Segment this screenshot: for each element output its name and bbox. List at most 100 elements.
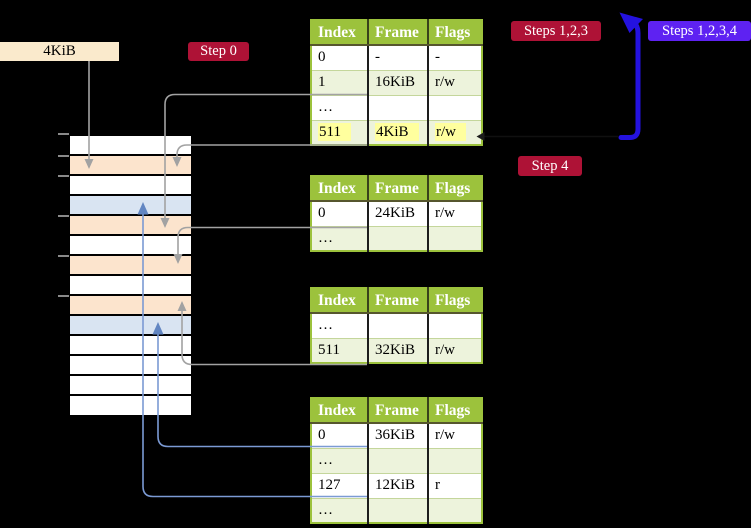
cell-flags: - <box>428 45 482 71</box>
cell-flags: r/w <box>435 341 455 358</box>
page-table-level-top: Index Frame Flags 0 - - 1 16KiB r/w … 51… <box>310 19 483 146</box>
memory-frame-row-peach <box>70 216 191 236</box>
highlight-mark: 511 <box>318 122 351 141</box>
table-row: 127 12KiB r <box>311 473 482 499</box>
cell-frame: 16KiB <box>368 70 429 96</box>
cell-flags: r/w <box>428 423 482 449</box>
memory-tick <box>58 133 69 135</box>
memory-frame-row-peach <box>70 256 191 276</box>
cell-index: 0 <box>311 423 369 449</box>
page-table-level-3: Index Frame Flags … 511 32KiB r/w <box>310 287 483 364</box>
col-header-index: Index <box>311 288 369 314</box>
col-header-index: Index <box>311 20 369 46</box>
cell-index: … <box>311 498 369 523</box>
table-row: … <box>311 313 482 339</box>
memory-tick <box>58 295 69 297</box>
cell-flags <box>428 95 482 121</box>
cell-frame <box>368 498 429 523</box>
cell-frame <box>368 226 429 251</box>
col-header-index: Index <box>311 398 369 424</box>
memory-frame-row-peach <box>70 156 191 176</box>
cell-flags <box>428 448 482 474</box>
badge-steps-1-2-3-4: Steps 1,2,3,4 <box>648 21 751 41</box>
page-table-level-2: Index Frame Flags 0 24KiB r/w … <box>310 175 483 252</box>
cell-frame: 32KiB <box>368 338 429 363</box>
physical-memory-column <box>69 135 192 416</box>
table-row: 0 24KiB r/w <box>311 201 482 227</box>
memory-frame-row-white <box>70 236 191 256</box>
arrowhead-up-left-icon <box>619 12 643 33</box>
memory-tick <box>58 175 69 177</box>
table-header-row: Index Frame Flags <box>311 288 482 314</box>
col-header-flags: Flags <box>428 288 482 314</box>
cell-flags: r/w <box>428 120 482 145</box>
cell-index: 1 <box>311 70 369 96</box>
cell-index: 127 <box>311 473 369 499</box>
memory-frame-row-white <box>70 276 191 296</box>
memory-frame-row-blue <box>70 196 191 216</box>
col-header-flags: Flags <box>428 398 482 424</box>
table-header-row: Index Frame Flags <box>311 398 482 424</box>
table-row: 511 32KiB r/w <box>311 338 482 363</box>
memory-frame-row-peach <box>70 296 191 316</box>
memory-frame-row-white <box>70 176 191 196</box>
table-row: … <box>311 95 482 121</box>
cell-flags: r/w <box>428 201 482 227</box>
memory-tick <box>58 155 69 157</box>
badge-step-4: Step 4 <box>518 156 582 176</box>
memory-frame-row-blue <box>70 316 191 336</box>
col-header-flags: Flags <box>428 176 482 202</box>
col-header-frame: Frame <box>368 288 429 314</box>
memory-tick <box>58 215 69 217</box>
badge-steps-1-2-3: Steps 1,2,3 <box>511 21 601 41</box>
table-row-highlighted: 511 4KiB r/w <box>311 120 482 145</box>
badge-step-0: Step 0 <box>188 42 249 61</box>
table-row: … <box>311 226 482 251</box>
cell-flags <box>428 313 482 339</box>
cell-frame: 4KiB <box>368 120 429 145</box>
col-header-frame: Frame <box>368 20 429 46</box>
cell-frame: 12KiB <box>368 473 429 499</box>
cell-frame <box>368 448 429 474</box>
connector-t1row511-to-frame4k <box>176 144 367 157</box>
table-row: 0 - - <box>311 45 482 71</box>
highlight-mark: 4KiB <box>375 122 419 141</box>
cell-flags: r <box>428 473 482 499</box>
cell-frame <box>368 95 429 121</box>
col-header-frame: Frame <box>368 176 429 202</box>
col-header-index: Index <box>311 176 369 202</box>
col-header-frame: Frame <box>368 398 429 424</box>
cell-index: 511 <box>311 338 369 363</box>
cell-frame: 36KiB <box>368 423 429 449</box>
memory-tick <box>58 255 69 257</box>
cell-frame <box>368 313 429 339</box>
cell-index: 0 <box>311 201 369 227</box>
table-row: 1 16KiB r/w <box>311 70 482 96</box>
cell-index: 0 <box>311 45 369 71</box>
memory-frame-row-white <box>70 376 191 396</box>
cell-flags <box>428 498 482 523</box>
cell-index: … <box>311 95 369 121</box>
memory-frame-row-white <box>70 336 191 356</box>
cell-frame: 24KiB <box>368 201 429 227</box>
cell-index: … <box>311 226 369 251</box>
cell-index: … <box>311 313 369 339</box>
table-row: 0 36KiB r/w <box>311 423 482 449</box>
thick-loop-arrow <box>618 18 641 140</box>
cell-frame: - <box>368 45 429 71</box>
cell-index: … <box>311 448 369 474</box>
col-header-flags: Flags <box>428 20 482 46</box>
cell-flags <box>428 226 482 251</box>
memory-frame-row-white <box>70 356 191 376</box>
memory-frame-row-white <box>70 396 191 415</box>
table-header-row: Index Frame Flags <box>311 20 482 46</box>
table-header-row: Index Frame Flags <box>311 176 482 202</box>
table-row: … <box>311 448 482 474</box>
page-table-level-bottom: Index Frame Flags 0 36KiB r/w … 127 12Ki… <box>310 397 483 524</box>
highlight-mark: r/w <box>435 122 466 141</box>
cell-index: 511 <box>311 120 369 145</box>
table-row: … <box>311 498 482 523</box>
cell-flags: r/w <box>428 70 482 96</box>
memory-frame-row-white <box>70 136 191 156</box>
